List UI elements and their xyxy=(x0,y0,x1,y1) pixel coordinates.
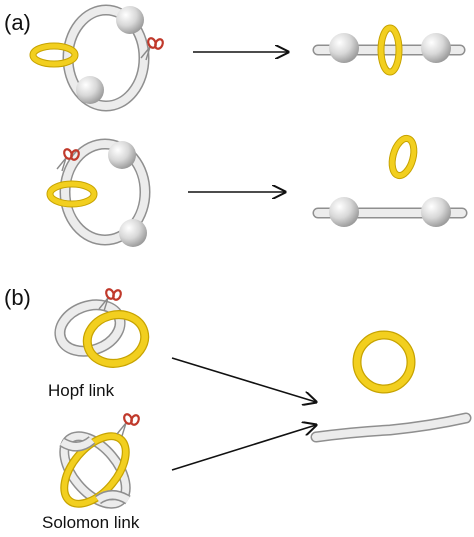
bead-right xyxy=(421,33,451,63)
hopf-link: Hopf link xyxy=(48,286,150,400)
solomon-link-caption: Solomon link xyxy=(42,513,140,532)
bead-bottom xyxy=(76,76,104,104)
arrow-b2 xyxy=(171,425,316,471)
panel-a-row2-loop xyxy=(46,138,151,247)
solomon-link: Solomon link xyxy=(42,411,142,532)
panel-a-row2-product xyxy=(312,134,468,227)
panel-b: (b) Hopf link Solomon link xyxy=(4,285,472,532)
panel-b-product xyxy=(310,330,472,443)
bead-bottom xyxy=(119,219,147,247)
bead-top xyxy=(116,6,144,34)
scissors-icon xyxy=(115,411,142,438)
bead-right xyxy=(421,197,451,227)
panel-a-row1-loop xyxy=(29,4,166,112)
panel-a: (a) xyxy=(4,4,468,247)
bead-top xyxy=(108,141,136,169)
hopf-link-caption: Hopf link xyxy=(48,381,115,400)
panel-a-label: (a) xyxy=(4,10,31,35)
panel-b-label: (b) xyxy=(4,285,31,310)
bead-left xyxy=(329,33,359,63)
panel-a-row1-product xyxy=(312,24,466,76)
bead-left xyxy=(329,197,359,227)
arrow-b1 xyxy=(171,357,316,402)
